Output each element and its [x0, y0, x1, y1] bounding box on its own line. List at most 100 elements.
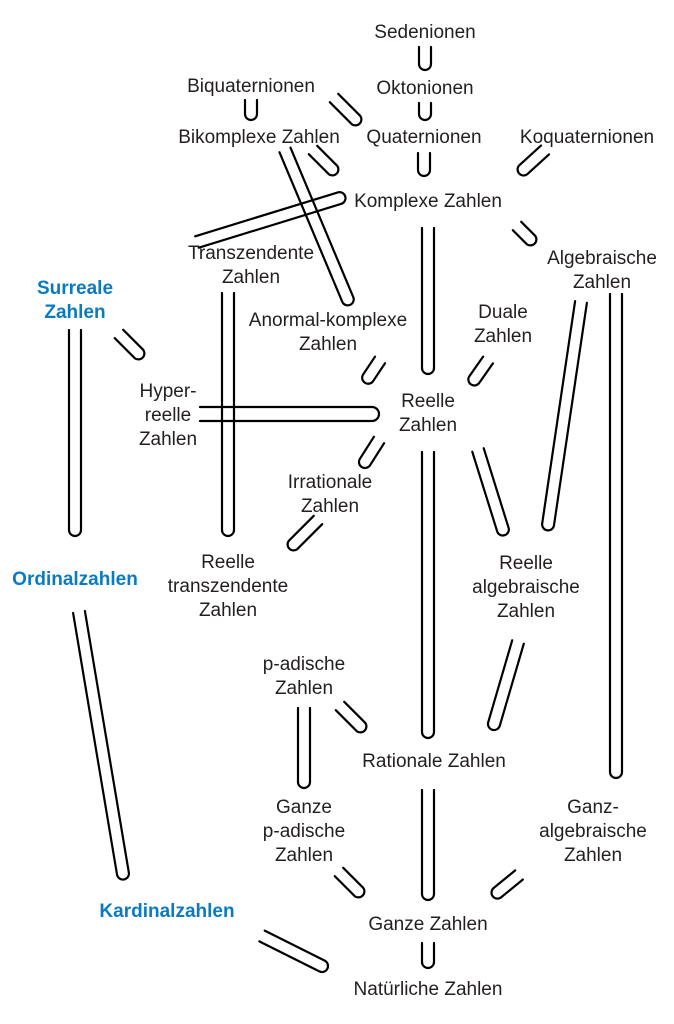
node-label-line: Surreale: [37, 278, 113, 299]
node-kardinalzahlen: Kardinalzahlen: [99, 901, 234, 922]
subset-connector: [333, 866, 366, 899]
node-label-line: Oktonionen: [376, 78, 473, 99]
node-koquaternionen: Koquaternionen: [520, 127, 654, 148]
node-label-line: Zahlen: [275, 678, 333, 699]
node-ordinalzahlen: Ordinalzahlen: [12, 569, 138, 590]
node-label-line: Zahlen: [497, 601, 555, 622]
subset-connector: [516, 144, 551, 177]
node-label-line: Hyper-: [139, 381, 196, 402]
subset-connector: [328, 92, 363, 127]
node-quaternionen: Quaternionen: [366, 127, 481, 148]
subset-connector: [511, 220, 538, 247]
subset-connector: [467, 355, 494, 387]
subset-connector: [361, 355, 387, 385]
node-label-line: Zahlen: [299, 334, 357, 355]
subset-connector: [416, 151, 432, 178]
subset-connector: [67, 328, 83, 538]
node-ganze: Ganze Zahlen: [368, 914, 487, 935]
node-label-line: Zahlen: [573, 272, 631, 293]
subset-connector: [608, 292, 624, 780]
node-label-line: Zahlen: [199, 600, 257, 621]
node-label-line: Komplexe Zahlen: [354, 191, 502, 212]
subset-connector: [278, 146, 355, 307]
node-label-line: transzendente: [168, 576, 288, 597]
node-label-line: Quaternionen: [366, 127, 481, 148]
node-label-line: Zahlen: [564, 845, 622, 866]
subset-connector: [471, 447, 510, 537]
node-label-line: Natürliche Zahlen: [354, 979, 503, 1000]
node-label-line: Ganze Zahlen: [368, 914, 487, 935]
subset-connector: [243, 98, 259, 122]
subset-connector: [486, 639, 525, 732]
node-label-line: Irrationale: [288, 472, 373, 493]
subset-connector: [420, 941, 436, 970]
node-bikomplexe: Bikomplexe Zahlen: [178, 127, 340, 148]
node-label-line: Zahlen: [44, 302, 105, 323]
node-label-line: Ganz-: [567, 797, 619, 818]
node-oktonionen: Oktonionen: [376, 78, 473, 99]
subset-connector: [113, 328, 146, 361]
subset-connector: [220, 291, 236, 538]
node-label-line: Ordinalzahlen: [12, 569, 138, 590]
node-label-line: Duale: [478, 302, 528, 323]
node-label-line: Zahlen: [399, 415, 457, 436]
node-label-line: Reelle: [201, 552, 255, 573]
subset-connector: [307, 144, 340, 177]
node-label-line: Anormal-komplexe: [249, 310, 407, 331]
node-label-line: Zahlen: [222, 267, 280, 288]
node-label-line: Ganze: [276, 797, 332, 818]
node-label-line: Sedenionen: [374, 22, 475, 43]
node-label-line: Zahlen: [139, 429, 197, 450]
inclusion-connectors: [67, 45, 624, 974]
node-label-line: reelle: [145, 405, 191, 426]
node-label-line: p-adische: [263, 821, 345, 842]
subset-connector: [198, 405, 381, 423]
subset-connector: [357, 435, 386, 470]
node-label-line: Zahlen: [275, 845, 333, 866]
node-label-line: Koquaternionen: [520, 127, 654, 148]
subset-connector: [258, 929, 330, 974]
subset-connector: [420, 788, 436, 902]
node-label-line: Rationale Zahlen: [362, 751, 506, 772]
node-label-line: Reelle: [499, 553, 553, 574]
subset-connector: [420, 226, 436, 376]
subset-connector: [296, 706, 312, 790]
node-biquaternionen: Biquaternionen: [187, 76, 315, 97]
node-label-line: p-adische: [263, 654, 345, 675]
node-label-line: Zahlen: [474, 326, 532, 347]
subset-connector: [334, 700, 368, 734]
subset-connector: [417, 45, 433, 72]
node-natuerliche: Natürliche Zahlen: [354, 979, 503, 1000]
subset-connector: [420, 450, 436, 740]
node-label-line: Algebraische: [547, 248, 657, 269]
subset-connector: [72, 609, 130, 881]
subset-connector: [490, 869, 524, 900]
node-label-line: Biquaternionen: [187, 76, 315, 97]
node-label-line: algebraische: [539, 821, 647, 842]
node-label-line: Zahlen: [301, 496, 359, 517]
subset-connector: [541, 300, 588, 532]
node-rationale: Rationale Zahlen: [362, 751, 506, 772]
node-label-line: algebraische: [472, 577, 580, 598]
node-label-line: Transzendente: [188, 243, 314, 264]
node-sedenionen: Sedenionen: [374, 22, 475, 43]
node-label-line: Kardinalzahlen: [99, 901, 234, 922]
subset-connector: [417, 101, 433, 122]
node-label-line: Bikomplexe Zahlen: [178, 127, 340, 148]
node-label-line: Reelle: [401, 391, 455, 412]
